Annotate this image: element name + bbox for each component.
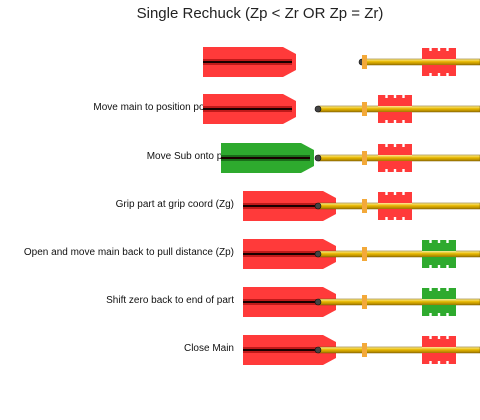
part-end-point <box>314 250 322 258</box>
part-end-point <box>314 202 322 210</box>
bar-stock-through-sub <box>378 106 412 112</box>
guide-tab <box>362 151 367 165</box>
step-label-close-main: Close Main <box>183 343 234 354</box>
bar-stock-through-sub <box>422 251 456 257</box>
step-label-grip-part: Grip part at grip coord (Zg) <box>115 199 234 210</box>
sub-collet-notch <box>437 73 441 76</box>
sub-collet-notch <box>437 361 441 364</box>
sub-collet-notch <box>402 120 405 123</box>
main-spindle-bore-line <box>221 157 310 159</box>
sub-collet-notch <box>393 192 397 195</box>
sub-collet-notch <box>437 288 441 291</box>
guide-tab <box>362 343 367 357</box>
step-label-open-move-main: Open and move main back to pull distance… <box>23 247 234 258</box>
main-spindle-bore-line <box>203 61 292 63</box>
main-spindle-bore-line <box>243 349 332 351</box>
diagram-title: Single Rechuck (Zp < Zr OR Zp = Zr) <box>136 5 384 22</box>
sub-collet-notch <box>429 265 432 268</box>
main-spindle-bore-line <box>243 253 332 255</box>
sub-collet-notch <box>402 95 405 98</box>
sub-collet-notch <box>393 95 397 98</box>
sub-collet-notch <box>437 336 441 339</box>
sub-collet-notch <box>429 361 432 364</box>
sub-collet-notch <box>402 144 405 147</box>
part-end-point <box>314 105 322 113</box>
sub-collet-notch <box>402 169 405 172</box>
sub-collet-notch <box>437 313 441 316</box>
guide-tab <box>362 102 367 116</box>
step-row <box>243 335 480 365</box>
sub-collet-notch <box>429 288 432 291</box>
part-end-point <box>314 154 322 162</box>
main-spindle-bore-line <box>243 205 332 207</box>
bar-stock-through-sub <box>422 59 456 65</box>
step-row <box>221 143 480 173</box>
sub-collet-notch <box>402 192 405 195</box>
bar-stock-through-sub <box>378 155 412 161</box>
sub-collet-notch <box>446 265 449 268</box>
sub-collet-notch <box>393 144 397 147</box>
sub-collet-notch <box>385 95 388 98</box>
sub-collet-notch <box>446 73 449 76</box>
bar-stock-through-sub <box>378 203 412 209</box>
part-end-point <box>314 346 322 354</box>
step-row <box>243 191 480 221</box>
sub-collet-notch <box>446 240 449 243</box>
part-end-point <box>314 298 322 306</box>
sub-collet-notch <box>393 169 397 172</box>
sub-collet-notch <box>429 48 432 51</box>
step-row <box>243 287 480 317</box>
sub-collet-notch <box>429 73 432 76</box>
sub-collet-notch <box>446 361 449 364</box>
sub-collet-notch <box>385 217 388 220</box>
sub-collet-notch <box>446 288 449 291</box>
sub-collet-notch <box>429 313 432 316</box>
guide-tab <box>362 295 367 309</box>
sub-collet-notch <box>446 313 449 316</box>
guide-tab <box>362 247 367 261</box>
step-row <box>203 47 480 77</box>
main-spindle-bore-line <box>203 108 292 110</box>
sub-collet-notch <box>385 144 388 147</box>
sub-collet-notch <box>446 48 449 51</box>
guide-tab <box>362 55 367 69</box>
bar-stock-through-sub <box>422 347 456 353</box>
sub-collet-notch <box>437 265 441 268</box>
sub-collet-notch <box>393 217 397 220</box>
sub-collet-notch <box>385 192 388 195</box>
step-row <box>243 239 480 269</box>
step-label-move-sub: Move Sub onto part <box>146 151 234 162</box>
sub-collet-notch <box>402 217 405 220</box>
bar-stock-through-sub <box>422 299 456 305</box>
main-spindle-bore-line <box>243 301 332 303</box>
sub-collet-notch <box>429 240 432 243</box>
sub-collet-notch <box>429 336 432 339</box>
sub-collet-notch <box>385 169 388 172</box>
sub-collet-notch <box>393 120 397 123</box>
bar-stock <box>361 58 480 66</box>
sub-collet-notch <box>437 240 441 243</box>
guide-tab <box>362 199 367 213</box>
step-label-move-main: Move main to position point (Zr) <box>93 102 234 113</box>
step-row <box>203 94 480 124</box>
step-label-shift-zero: Shift zero back to end of part <box>106 295 234 306</box>
sub-collet-notch <box>385 120 388 123</box>
sub-collet-notch <box>437 48 441 51</box>
sub-collet-notch <box>446 336 449 339</box>
